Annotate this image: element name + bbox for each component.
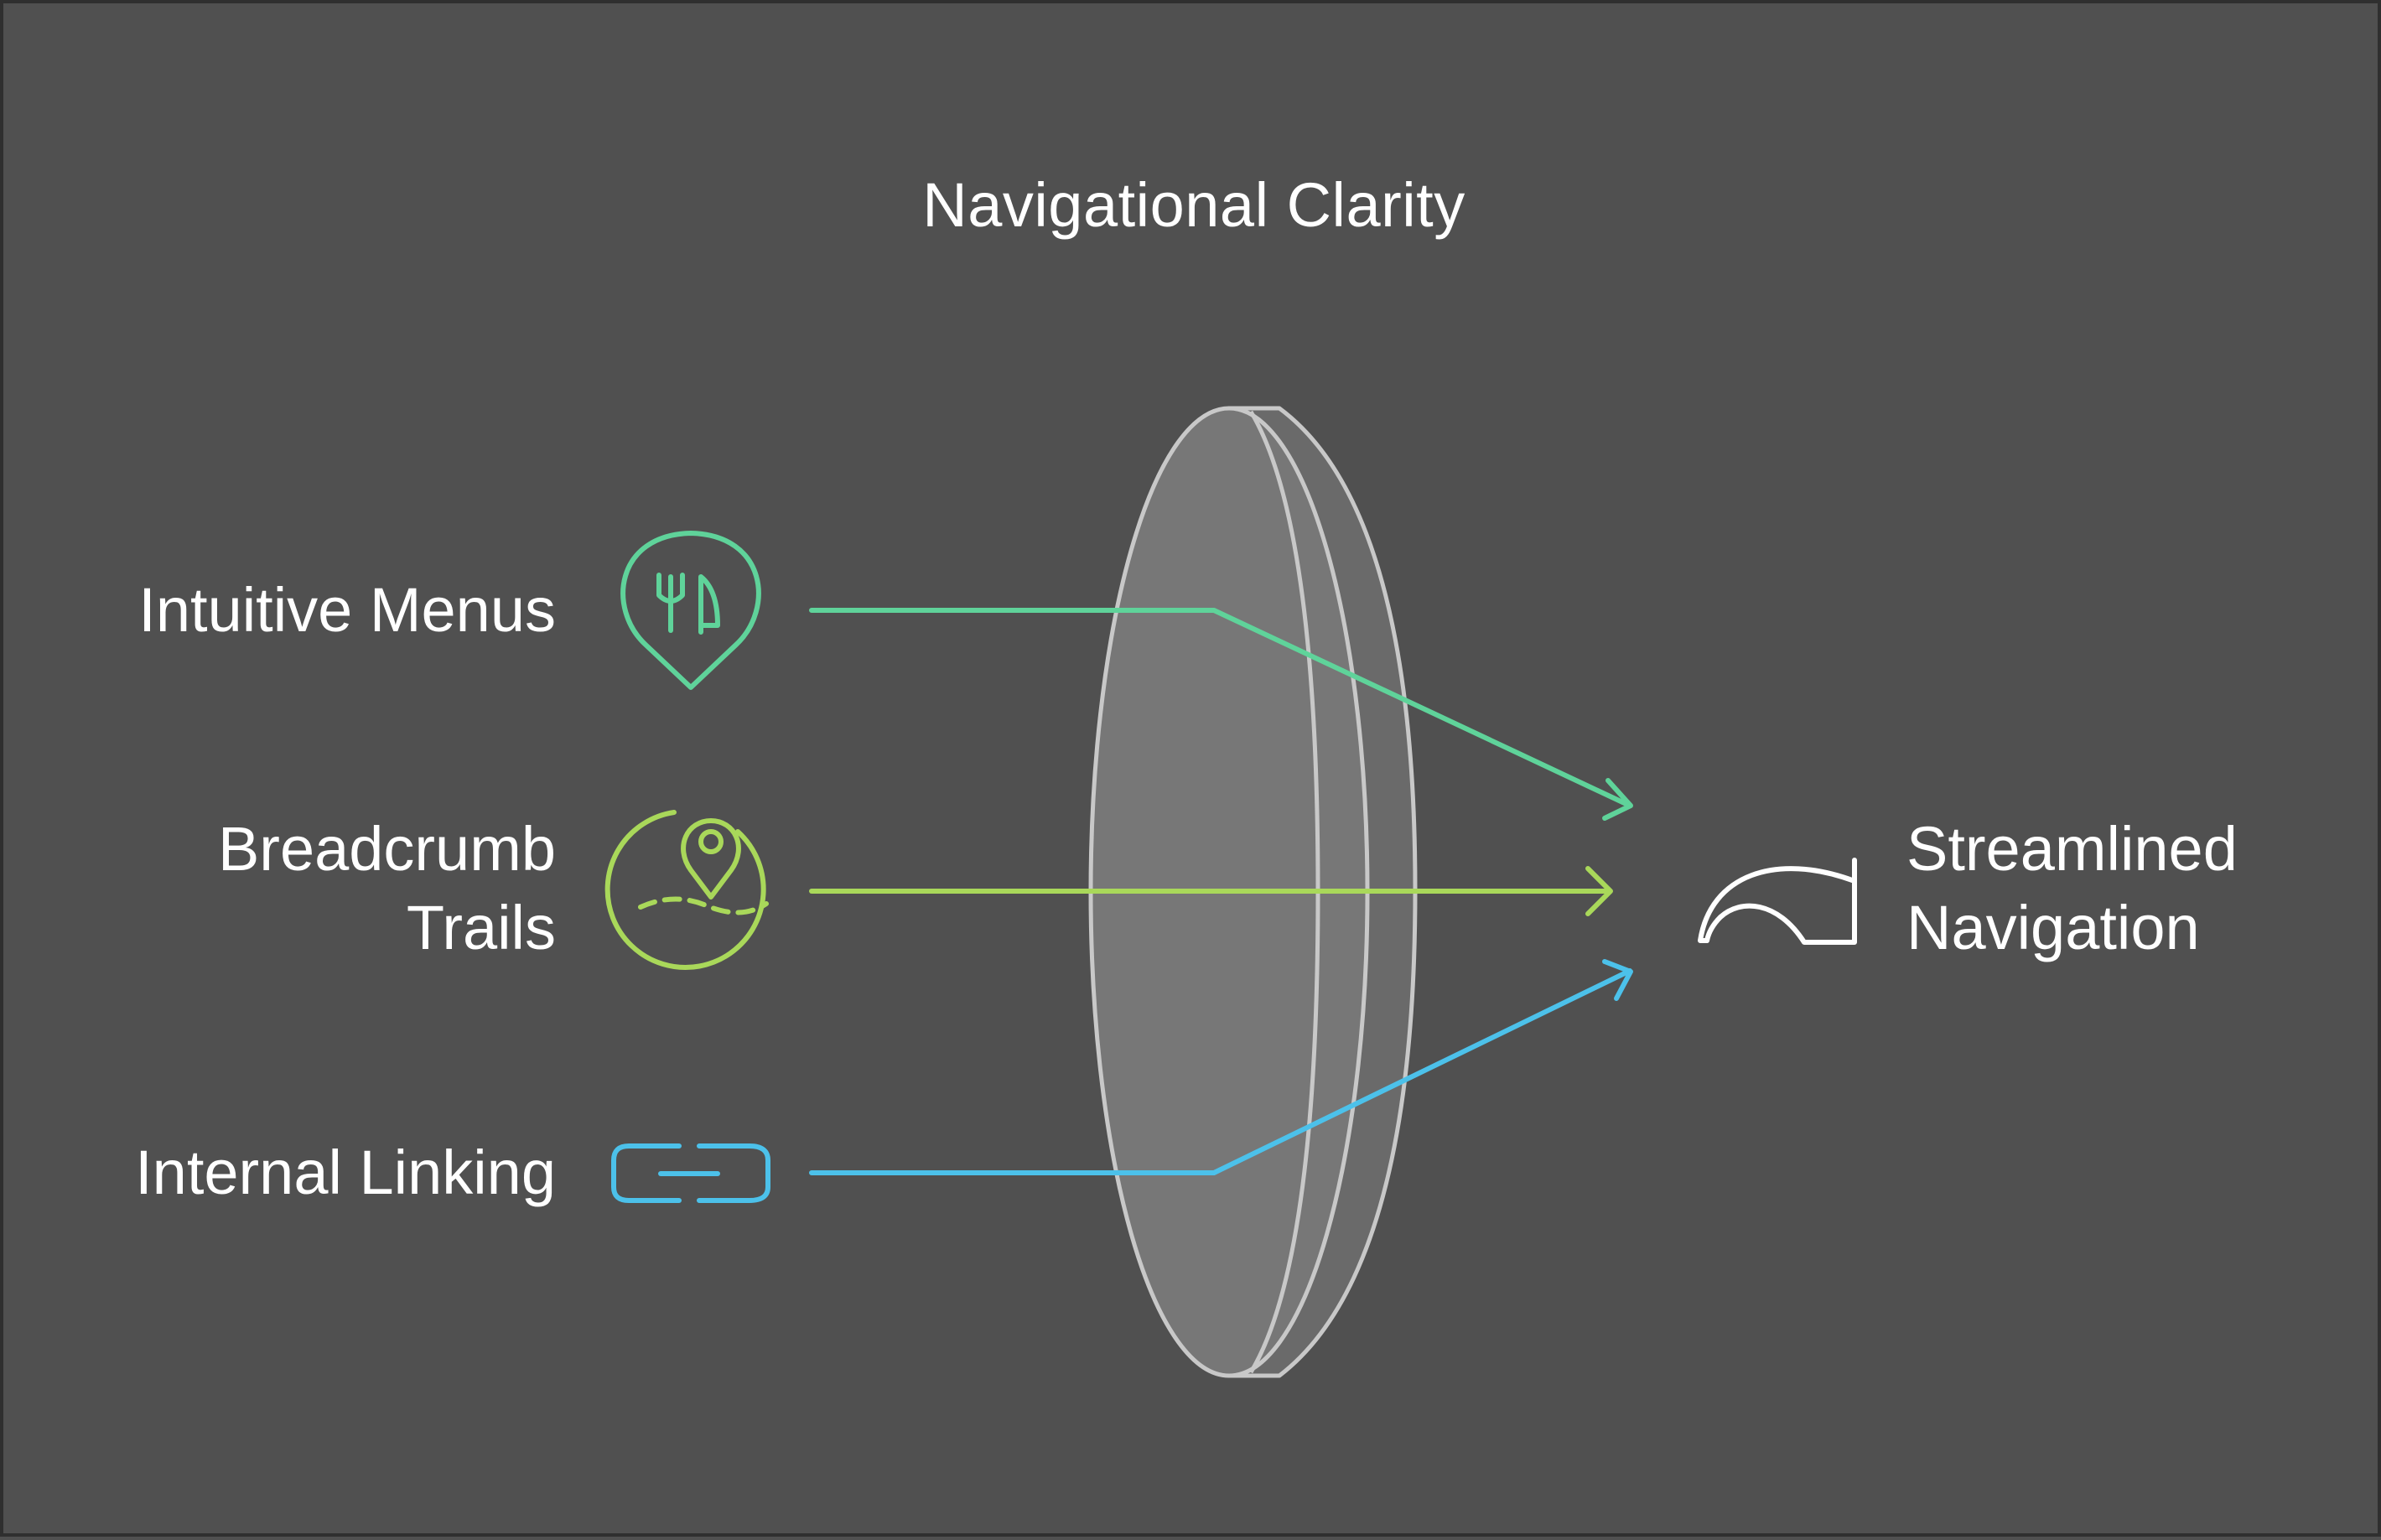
input-label-line: Internal Linking xyxy=(135,1138,556,1207)
connector-intuitive-menus xyxy=(809,608,1632,808)
input-label-internal-linking: Internal Linking xyxy=(135,1133,556,1212)
connector-internal-linking xyxy=(809,968,1632,1175)
diagram-title: Navigational Clarity xyxy=(922,170,1465,240)
output-label-line: Streamlined xyxy=(1906,814,2238,884)
output-label-streamlined-navigation: Streamlined Navigation xyxy=(1906,810,2238,967)
map-pin-globe-icon xyxy=(604,810,769,970)
input-label-line: Breadcrumb xyxy=(217,814,556,884)
curved-arrow-icon xyxy=(1698,858,1857,945)
utensils-pin-icon xyxy=(620,531,761,690)
arrowhead-breadcrumb-trails xyxy=(1585,866,1613,916)
arrowhead-internal-linking xyxy=(1602,959,1633,1001)
chain-link-icon xyxy=(611,1143,770,1203)
input-label-line: Trails xyxy=(406,893,556,962)
input-label-line: Intuitive Menus xyxy=(138,575,556,645)
arrowhead-intuitive-menus xyxy=(1602,778,1633,821)
diagram-graphics xyxy=(604,406,1857,1378)
input-label-intuitive-menus: Intuitive Menus xyxy=(138,571,556,650)
input-label-breadcrumb-trails: Breadcrumb Trails xyxy=(218,810,556,967)
output-label-line: Navigation xyxy=(1906,893,2200,962)
